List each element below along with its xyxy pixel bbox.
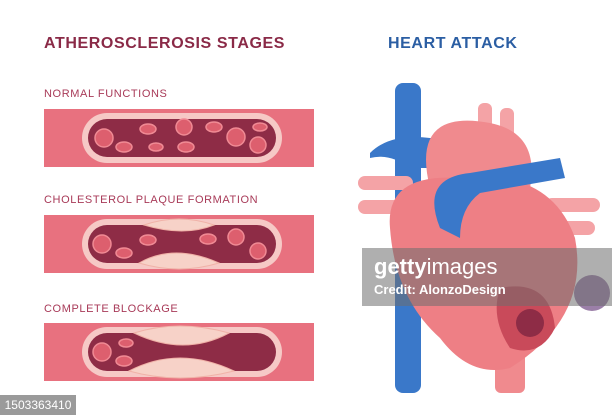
vessel-normal	[44, 109, 314, 167]
heart-illustration	[358, 83, 610, 393]
atherosclerosis-title: ATHEROSCLEROSIS STAGES	[44, 35, 286, 52]
vessel-blockage	[44, 323, 314, 381]
image-id-badge: 1503363410	[0, 395, 76, 415]
watermark: gettyimages Credit: AlonzoDesign	[362, 248, 612, 306]
stage-label-plaque: CHOLESTEROL PLAQUE FORMATION	[44, 194, 259, 206]
watermark-credit: Credit: AlonzoDesign	[374, 282, 506, 297]
stage-label-normal: NORMAL FUNCTIONS	[44, 88, 168, 100]
stage-label-blockage: COMPLETE BLOCKAGE	[44, 303, 179, 315]
vessel-plaque	[44, 215, 314, 273]
heart-attack-title: HEART ATTACK	[388, 35, 518, 52]
watermark-logo: gettyimages	[374, 254, 498, 279]
